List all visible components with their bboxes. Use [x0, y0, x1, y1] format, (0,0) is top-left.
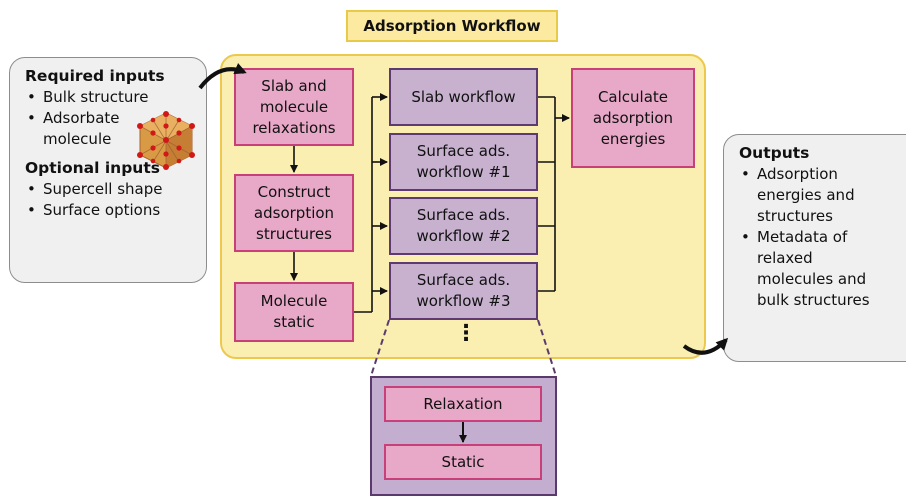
- surface-ads-workflow-1: Surface ads. workflow #1: [389, 133, 538, 191]
- calc-line2: adsorption: [592, 108, 674, 127]
- crystal-structure-icon: [137, 111, 195, 170]
- step-calculate-adsorption-energies: Calculate adsorption energies: [571, 68, 695, 168]
- wf1-line2: workflow #1: [416, 163, 511, 181]
- curved-arrow-outputs: [682, 337, 729, 355]
- detail-static-label: Static: [441, 452, 485, 471]
- input-supercell-shape: Supercell shape: [25, 179, 198, 200]
- step3-line2: static: [273, 313, 315, 331]
- calc-line1: Calculate: [597, 87, 669, 106]
- wf1-line1: Surface ads.: [416, 142, 511, 160]
- wf3-line1: Surface ads.: [416, 271, 511, 289]
- detail-relaxation: Relaxation: [384, 386, 542, 422]
- diagram-title: Adsorption Workflow: [346, 10, 558, 42]
- output-2-line1: Metadata of: [757, 228, 848, 246]
- detail-static: Static: [384, 444, 542, 480]
- wf2-line1: Surface ads.: [416, 206, 511, 224]
- title-text: Adsorption Workflow: [363, 17, 541, 35]
- step1-line3: relaxations: [252, 118, 336, 137]
- wf3-line2: workflow #3: [416, 292, 511, 310]
- output-1-line1: Adsorption: [757, 165, 838, 183]
- output-1-line2: energies and: [757, 186, 855, 204]
- step2-line1: Construct: [257, 182, 331, 201]
- calc-line3: energies: [600, 129, 666, 148]
- output-1-line3: structures: [757, 207, 833, 225]
- output-2-line4: bulk structures: [757, 291, 870, 309]
- required-inputs-heading: Required inputs: [25, 67, 165, 85]
- step1-line1: Slab and: [261, 76, 327, 95]
- input-adsorbate-line2: molecule: [43, 130, 112, 148]
- input-bulk-structure: Bulk structure: [25, 87, 198, 108]
- zoom-line-left: [370, 319, 390, 377]
- step3-line1: Molecule: [260, 292, 328, 310]
- curved-arrow-inputs: [198, 63, 247, 90]
- slab-workflow-label: Slab workflow: [411, 87, 516, 106]
- step-construct-adsorption-structures: Construct adsorption structures: [234, 174, 354, 252]
- output-adsorption-energies: Adsorption energies and structures: [739, 164, 906, 227]
- wf2-line2: workflow #2: [416, 227, 511, 245]
- optional-inputs-heading: Optional inputs: [25, 159, 160, 177]
- surface-ads-workflow-3: Surface ads. workflow #3: [389, 262, 538, 320]
- output-2-line2: relaxed: [757, 249, 813, 267]
- slab-workflow: Slab workflow: [389, 68, 538, 126]
- output-2-line3: molecules and: [757, 270, 867, 288]
- step-molecule-static: Molecule static: [234, 282, 354, 342]
- input-adsorbate-line1: Adsorbate: [43, 109, 120, 127]
- input-adsorbate: Adsorbate molecule: [25, 108, 198, 150]
- zoom-line-right: [537, 319, 557, 377]
- step2-line2: adsorption: [253, 203, 335, 222]
- output-metadata: Metadata of relaxed molecules and bulk stru…: [739, 227, 906, 311]
- surface-ads-workflow-2: Surface ads. workflow #2: [389, 197, 538, 255]
- step-slab-molecule-relaxations: Slab and molecule relaxations: [234, 68, 354, 146]
- input-surface-options: Surface options: [25, 200, 198, 221]
- detail-relaxation-label: Relaxation: [423, 394, 503, 413]
- outputs-heading: Outputs: [739, 144, 810, 162]
- inputs-panel: Required inputs Bulk structure Adsorbate…: [9, 57, 207, 283]
- outputs-panel: Outputs Adsorption energies and structures…: [723, 134, 906, 362]
- step1-line2: molecule: [259, 97, 329, 116]
- step2-line3: structures: [256, 224, 332, 243]
